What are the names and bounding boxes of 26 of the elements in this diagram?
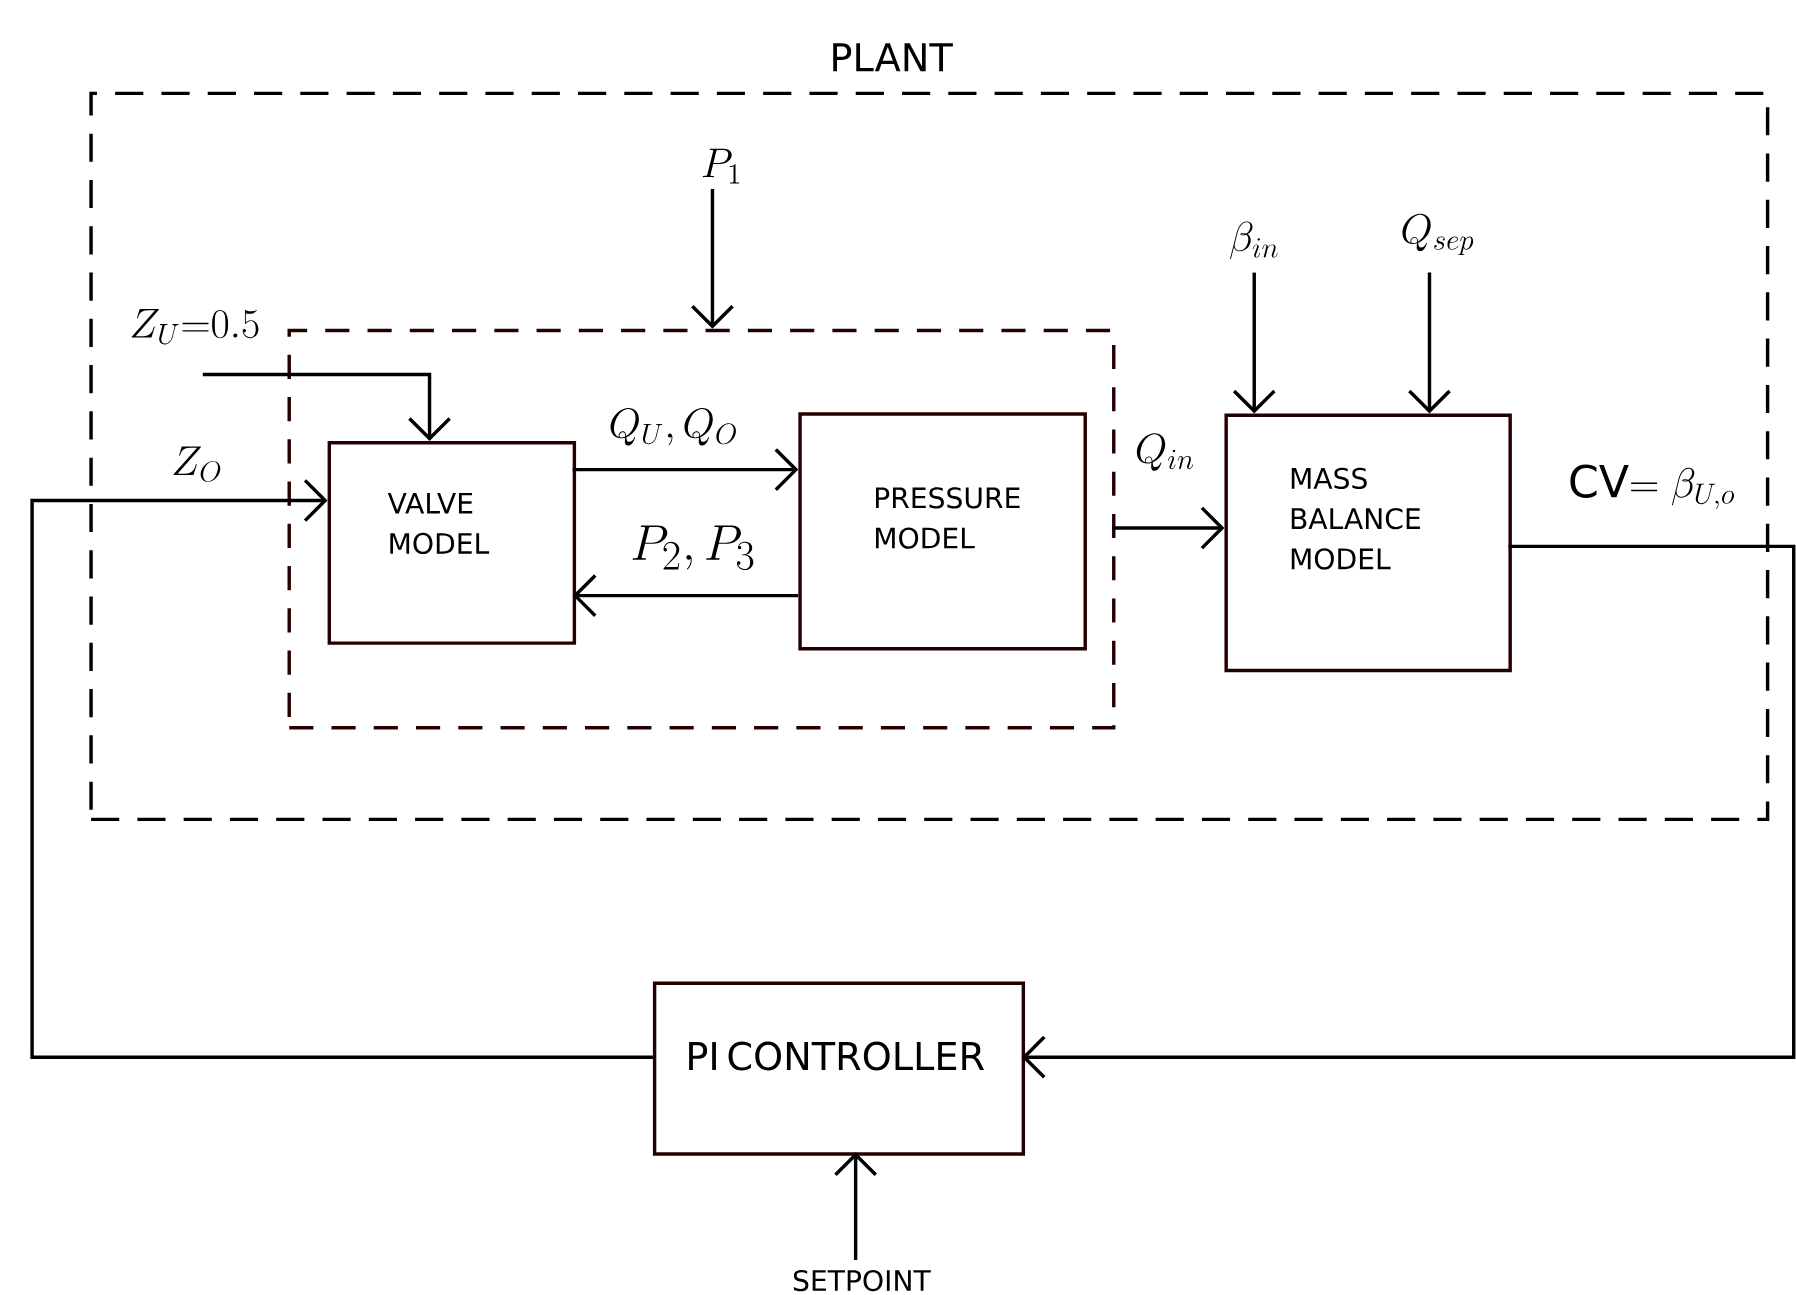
arrow (30, 479, 653, 1059)
arrow (1021, 544, 1796, 1079)
arrow (572, 574, 799, 617)
arrow (834, 1152, 877, 1260)
arrow (1232, 272, 1276, 414)
edge-label: $Q_{in}$ (1136, 433, 1193, 471)
arrow (1112, 506, 1225, 550)
edge-label: $\mathrm{CV{=}}\;\beta_{U,o}$ (1570, 464, 1735, 509)
edge-label: $P_2, P_3$ (632, 525, 754, 570)
arrow (691, 188, 734, 329)
block-box: VALVE MODEL (327, 440, 577, 645)
node-label: PLANT (833, 43, 953, 71)
edge-label: $P_1$ (702, 148, 740, 184)
edge-label: $\beta_{in}$ (1230, 221, 1278, 259)
arrow (202, 372, 451, 441)
edge-label: $Q_U, Q_O$ (610, 407, 736, 446)
edge-label: $Q_{sep}$ (1402, 213, 1474, 255)
block-box: PI CONTROLLER (652, 981, 1026, 1156)
arrow (1408, 272, 1451, 414)
edge-label: SETPOINT (793, 1269, 931, 1291)
edge-label: $Z_O$ (173, 446, 221, 482)
block-box: MASS BALANCE MODEL (1224, 413, 1512, 673)
edge-label: $Z_U{=}0.5$ (131, 308, 259, 345)
arrow (572, 448, 799, 491)
block-box: PRESSURE MODEL (798, 412, 1087, 651)
dashed-frame (287, 328, 1116, 730)
